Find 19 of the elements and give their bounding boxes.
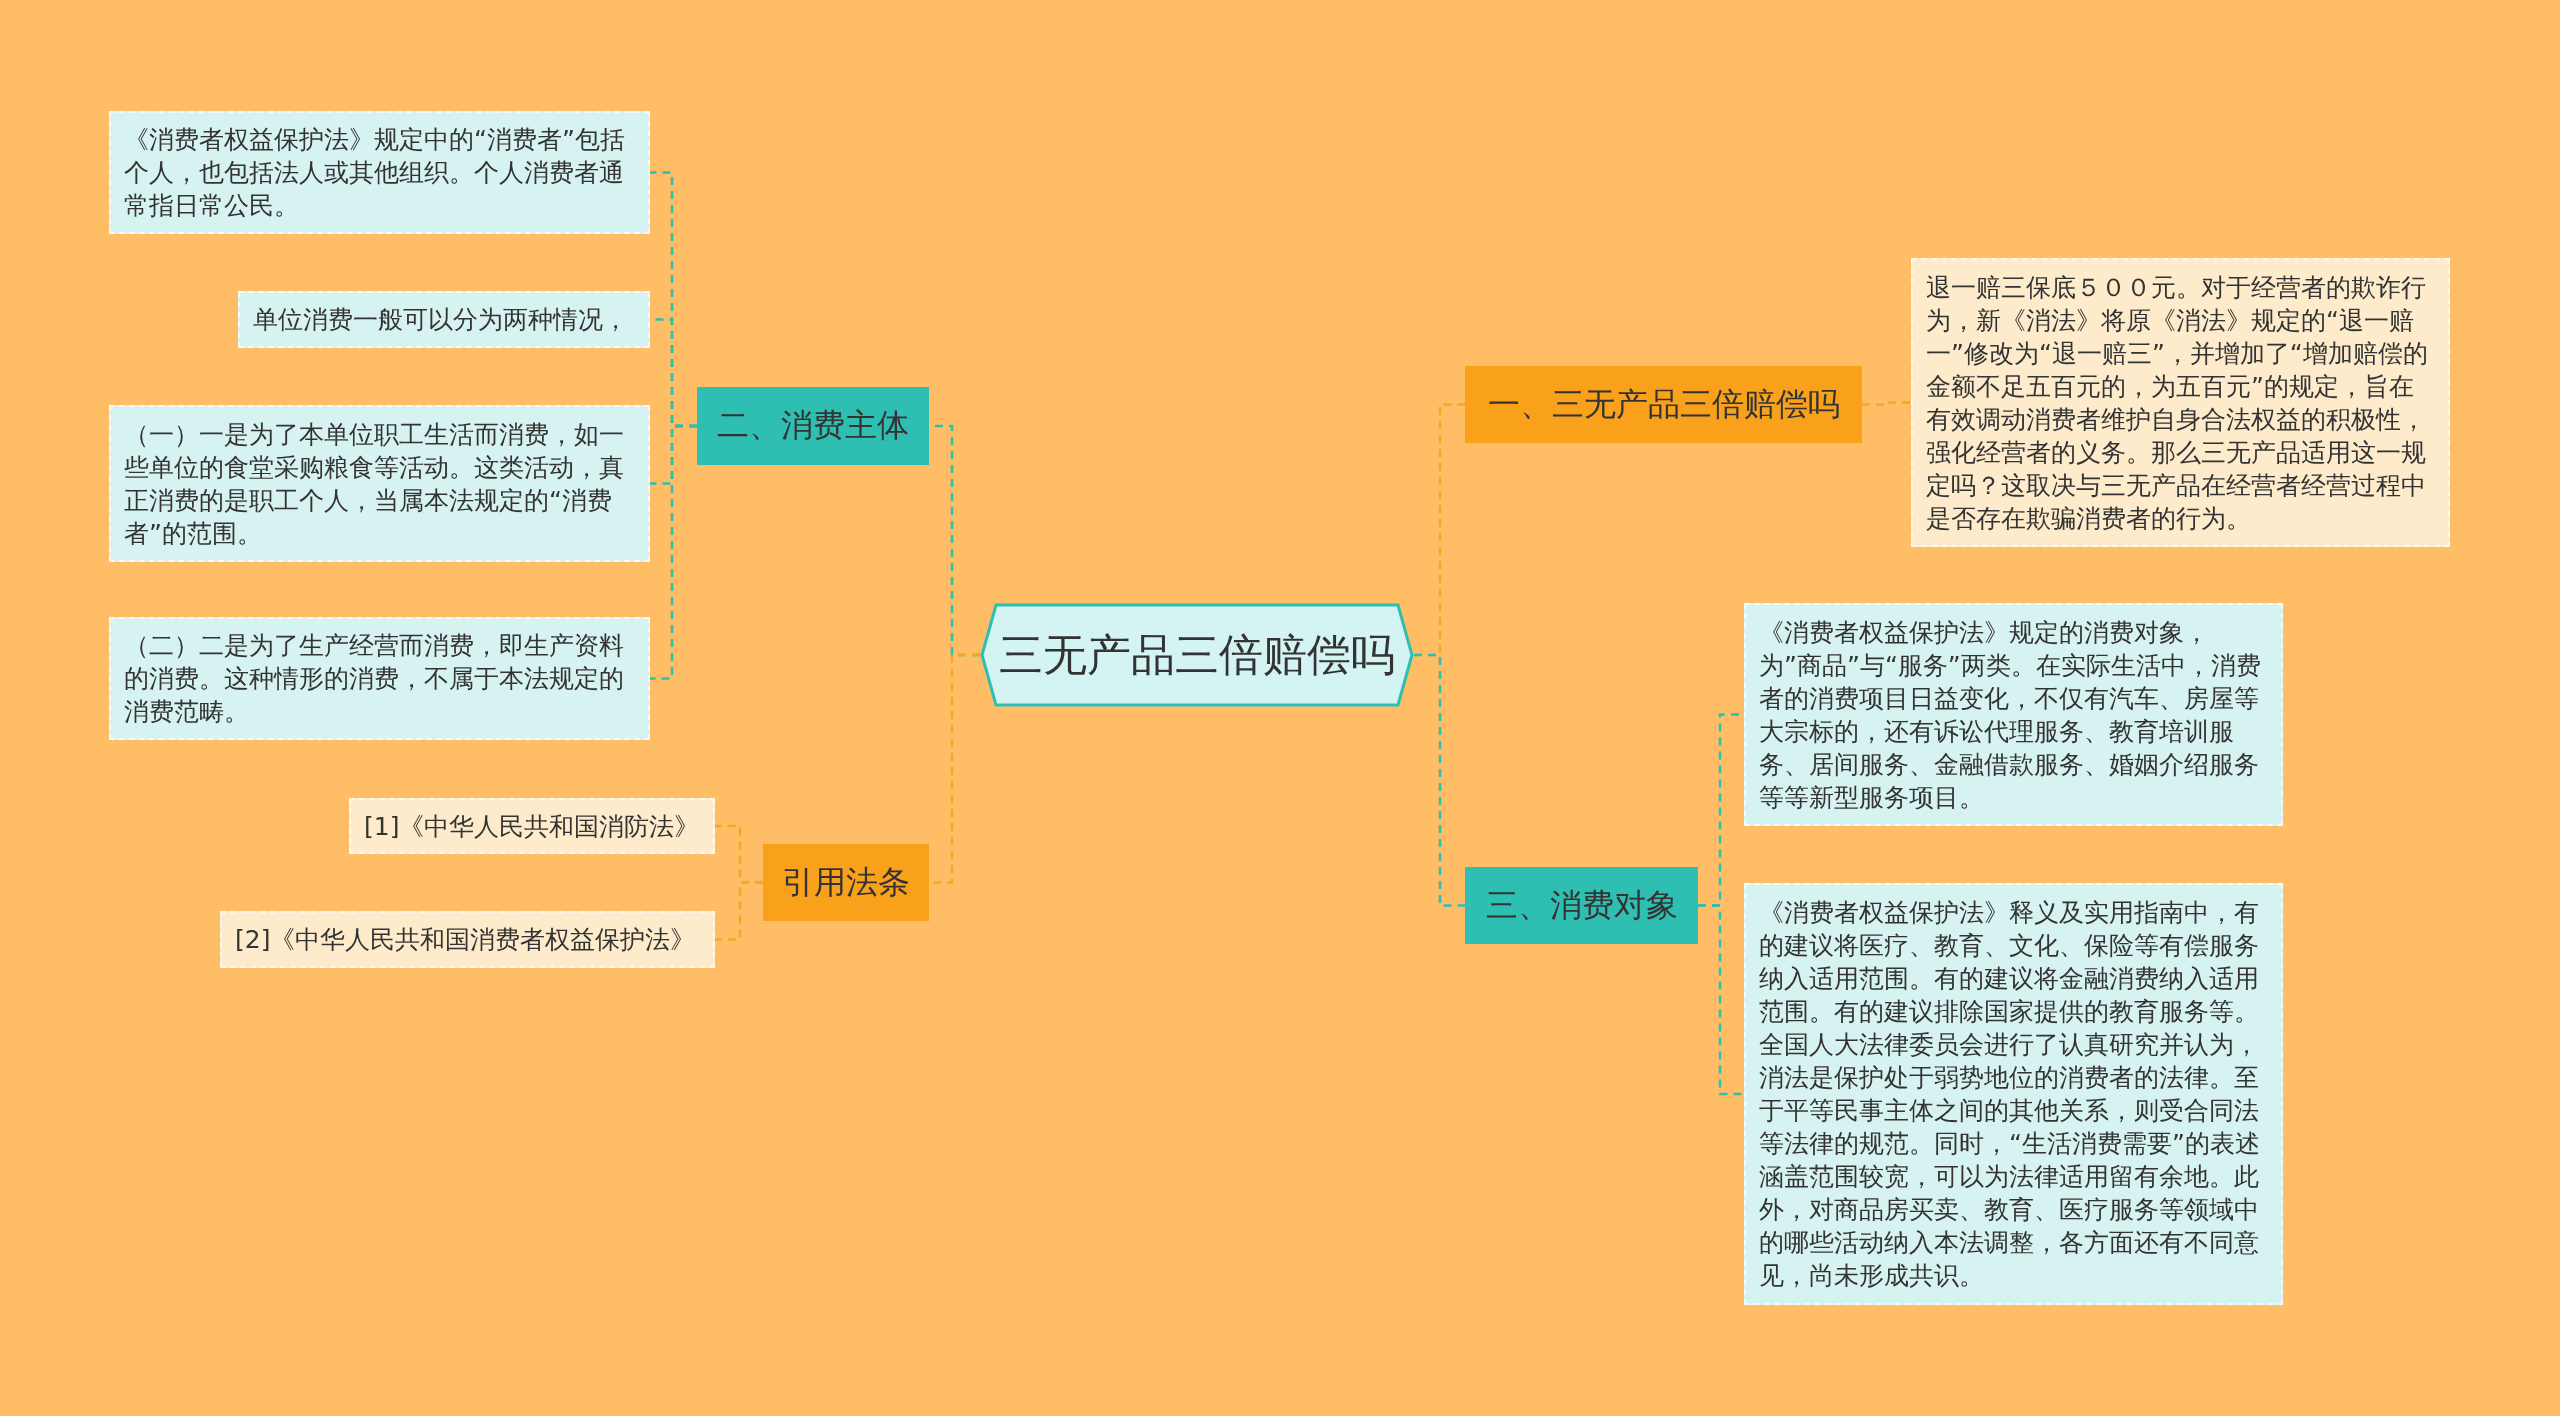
- note-box: （一）一是为了本单位职工生活而消费，如一些单位的食堂采购粮食等活动。这类活动，真正消费的是职工个人，当属本法规定的“消费者”的范围。: [109, 405, 650, 562]
- connector-line: [1414, 653, 1465, 907]
- topic-box: 二、消费主体: [697, 387, 929, 465]
- note-box: 《消费者权益保护法》规定中的“消费者”包括个人，也包括法人或其他组织。个人消费者通常指日常公民。: [109, 111, 650, 234]
- central-topic-hexagon: 三无产品三倍赔偿吗: [980, 603, 1414, 707]
- topic-box: 引用法条: [763, 844, 929, 921]
- connector-line: [650, 424, 697, 680]
- connector-line: [715, 881, 763, 941]
- connector-line: [1862, 401, 1911, 406]
- note-box: [1]《中华人民共和国消防法》: [349, 798, 715, 854]
- note-box: 单位消费一般可以分为两种情况，: [238, 291, 650, 348]
- note-box: 退一赔三保底５００元。对于经营者的欺诈行为，新《消法》将原《消法》规定的“退一赔一”修改为“退一赔三”，并增加了“增加赔偿的金额不足五百元的，为五百元”的规定，旨在有效调动消费者维护自身合法权益的积极性，强化经营者的义务。那么三无产品适用这一规定吗？这取决与三无产品在经营者经营过程中是否存在欺骗消费者的行为。: [1911, 258, 2450, 547]
- note-box: [2]《中华人民共和国消费者权益保护法》: [220, 911, 715, 968]
- topic-box: 三、消费对象: [1465, 867, 1698, 944]
- connector-line: [1698, 904, 1744, 1096]
- topic-box: 一、三无产品三倍赔偿吗: [1465, 366, 1862, 443]
- note-box: 《消费者权益保护法》释义及实用指南中，有的建议将医疗、教育、文化、保险等有偿服务纳入适用范围。有的建议将金融消费纳入适用范围。有的建议排除国家提供的教育服务等。全国人大法律委员会进行了认真研究并认为，消法是保护处于弱势地位的消费者的法律。至于平等民事主体之间的其他关系，则受合同法等法律的规范。同时，“生活消费需要”的表述涵盖范围较宽，可以为法律适用留有余地。此外，对商品房买卖、教育、医疗服务等领域中的哪些活动纳入本法调整，各方面还有不同意见，尚未形成共识。: [1744, 883, 2283, 1305]
- note-box: 《消费者权益保护法》规定的消费对象，为”商品”与“服务”两类。在实际生活中，消费者的消费项目日益变化，不仅有汽车、房屋等大宗标的，还有诉讼代理服务、教育培训服务、居间服务、金融借款服务、婚姻介绍服务等等新型服务项目。: [1744, 603, 2283, 826]
- note-box: （二）二是为了生产经营而消费，即生产资料的消费。这种情形的消费，不属于本法规定的消费范畴。: [109, 617, 650, 740]
